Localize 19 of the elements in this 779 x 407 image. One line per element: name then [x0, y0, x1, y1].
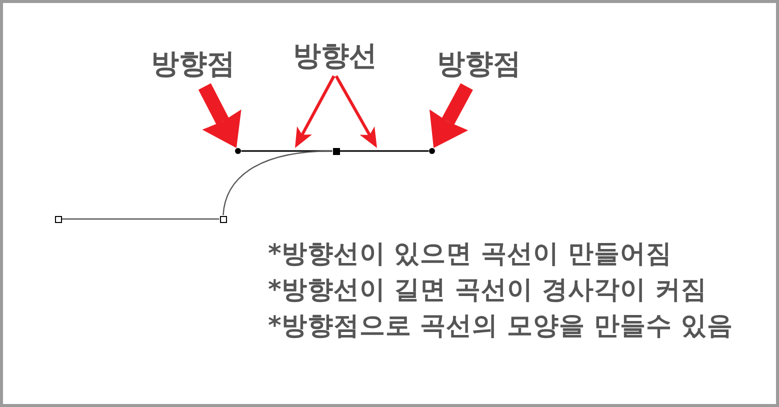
callout-label: 방향점: [437, 45, 521, 83]
callout-label: 방향선: [293, 37, 377, 75]
note-text: *방향선이 길면 곡선이 경사각이 커짐: [268, 275, 707, 306]
dot-icon: [235, 148, 241, 154]
line: [340, 150, 429, 152]
note-text: *방향점으로 곡선의 모양을 만들수 있음: [268, 311, 733, 342]
note-text: *방향선이 있으면 곡선이 만들어짐: [268, 239, 672, 270]
arrow: [198, 83, 242, 148]
line: [62, 218, 220, 220]
arrow: [295, 75, 336, 148]
line: [241, 150, 332, 152]
square-icon: [220, 216, 226, 222]
square-icon: [54, 216, 62, 222]
dot-icon: [429, 148, 435, 154]
arrow: [429, 83, 473, 148]
arrow: [334, 75, 377, 148]
callout-label: 방향점: [151, 45, 235, 83]
curve: [222, 150, 332, 216]
square-icon: [332, 148, 340, 154]
